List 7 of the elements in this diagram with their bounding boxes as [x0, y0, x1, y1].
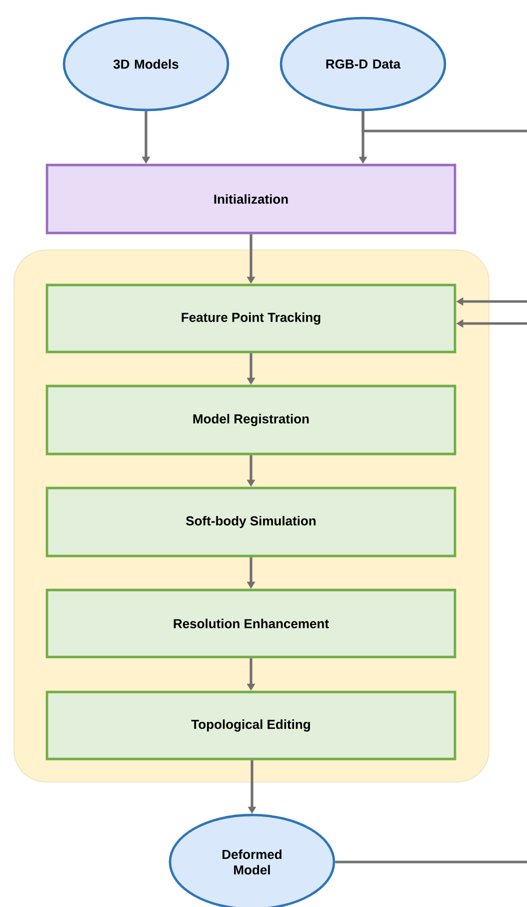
arrow [362, 111, 527, 306]
process-box: Resolution Enhancement [46, 588, 456, 658]
process-box: Model Registration [46, 384, 456, 456]
process-box: Soft-body Simulation [46, 486, 456, 558]
process-box: Initialization [46, 164, 456, 234]
process-box: Topological Editing [46, 690, 456, 760]
process-box: Feature Point Tracking [46, 284, 456, 354]
